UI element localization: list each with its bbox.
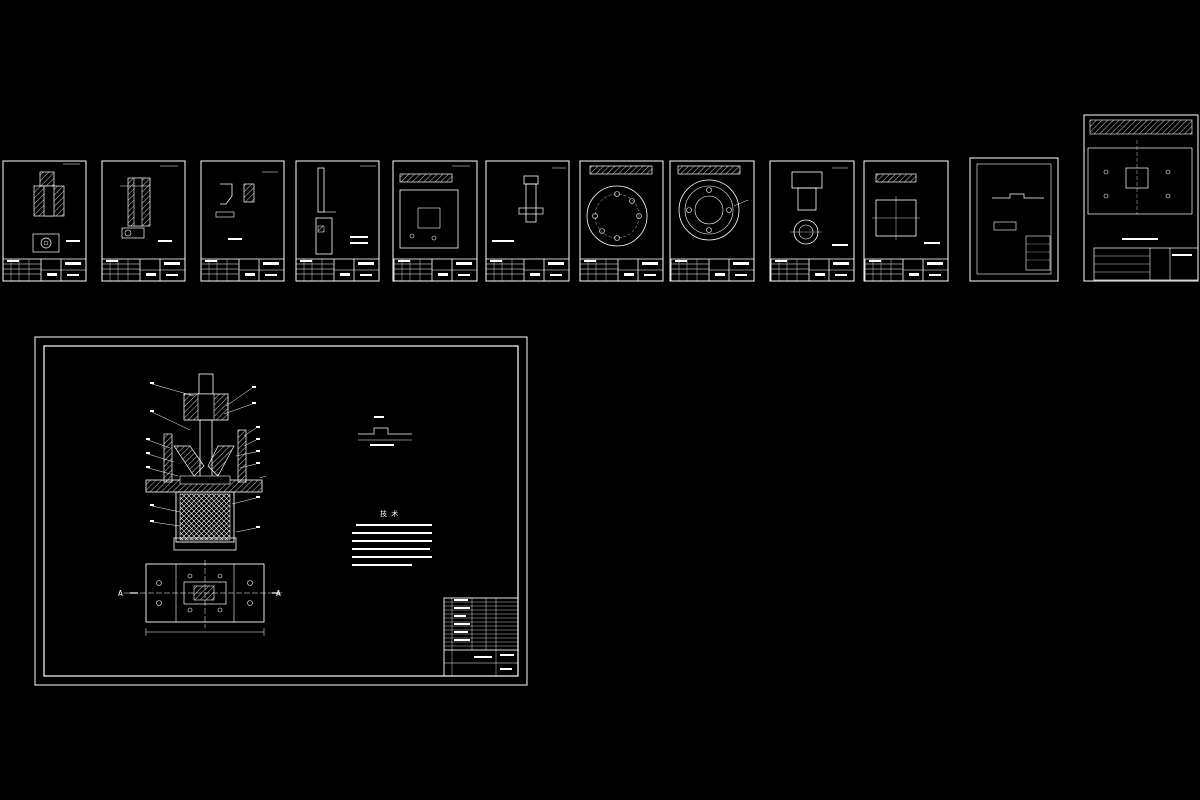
section-marker-right: A	[276, 589, 281, 598]
part-sheet-1[interactable]	[2, 160, 87, 282]
part-sheet-7[interactable]	[579, 160, 664, 282]
part-sheet-10[interactable]	[863, 160, 949, 282]
part-sheet-4[interactable]	[295, 160, 380, 282]
part-sheet-8[interactable]	[669, 160, 755, 282]
assembly-section-view	[145, 373, 267, 551]
assembly-title-block	[443, 597, 519, 677]
part-sheet-3[interactable]	[200, 160, 285, 282]
process-card-sheet[interactable]	[969, 157, 1059, 282]
technical-notes	[352, 524, 432, 566]
part-sheet-9[interactable]	[769, 160, 855, 282]
part-sheet-6[interactable]	[485, 160, 570, 282]
detail-sketch	[358, 416, 412, 446]
fixture-layout-sheet[interactable]	[1083, 114, 1199, 282]
part-sheets-row	[2, 114, 1199, 282]
notes-title: 技 术	[380, 509, 398, 518]
part-sheet-5[interactable]	[392, 160, 478, 282]
section-marker-left: A	[118, 589, 123, 598]
assembly-plan-view	[124, 560, 284, 636]
assembly-sheet[interactable]: A A 技 术	[34, 336, 534, 696]
part-sheet-2[interactable]	[101, 160, 186, 282]
